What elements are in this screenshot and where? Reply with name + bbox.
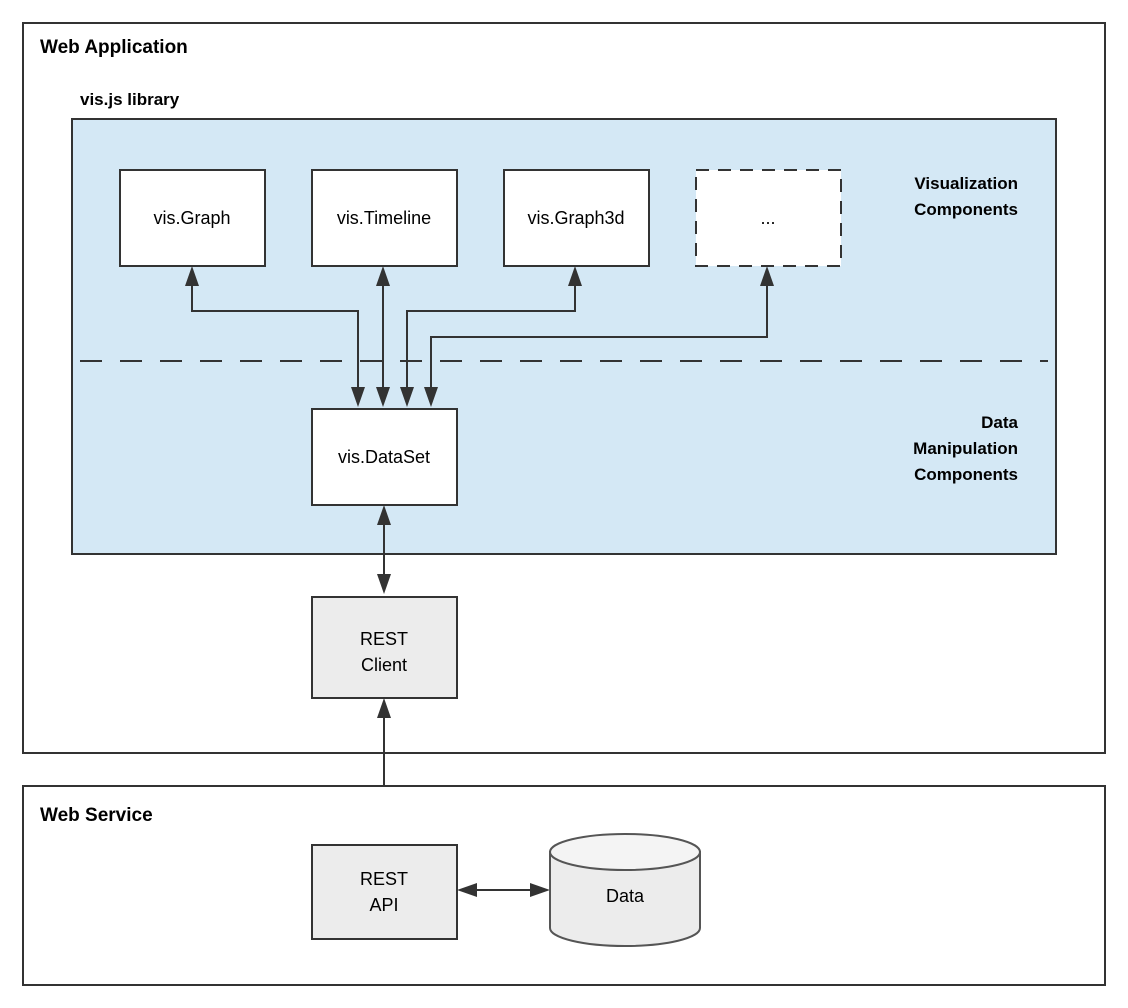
data-zone-label-line2: Manipulation (913, 439, 1018, 458)
datastore-label: Data (606, 886, 645, 906)
connector-dataset-visgraph3d (406, 278, 576, 396)
datastore-cylinder-body[interactable] (549, 851, 701, 947)
node-rest-api[interactable] (311, 844, 458, 940)
arrowhead-down-restclient-link (377, 574, 391, 594)
node-vis-graph3d-label: vis.Graph3d (527, 208, 624, 228)
connector-dataset-more (430, 278, 768, 396)
arrowhead-up-visgraph (185, 266, 199, 286)
vis-js-library-title: vis.js library (80, 90, 180, 109)
node-vis-dataset-label: vis.DataSet (338, 447, 430, 467)
arrowhead-down-visgraph3d (400, 387, 414, 407)
connector-dataset-visgraph (191, 278, 359, 396)
node-vis-dataset[interactable] (311, 408, 458, 506)
data-zone-label-line1: Data (981, 413, 1018, 432)
node-more-components[interactable] (695, 169, 842, 267)
data-zone-label-line3: Components (914, 465, 1018, 484)
node-rest-client[interactable] (311, 596, 458, 699)
web-application-title: Web Application (40, 37, 188, 58)
datastore-cylinder-top (549, 833, 701, 871)
node-rest-client-label-line2: Client (361, 655, 407, 675)
node-vis-graph[interactable] (119, 169, 266, 267)
node-vis-timeline-label: vis.Timeline (337, 208, 431, 228)
web-service-title: Web Service (40, 805, 153, 826)
arrowhead-up-visgraph3d (568, 266, 582, 286)
arrowhead-right-data-link (530, 883, 550, 897)
visualization-zone-label-line2: Components (914, 200, 1018, 219)
node-more-components-label: ... (760, 208, 775, 228)
node-vis-timeline[interactable] (311, 169, 458, 267)
visualization-zone-label-line1: Visualization (914, 174, 1018, 193)
arrowhead-down-visgraph (351, 387, 365, 407)
arrowhead-up-restapi-link (377, 698, 391, 718)
node-rest-api-label-line1: REST (360, 869, 408, 889)
arrowhead-down-more (424, 387, 438, 407)
arrowhead-up-restclient-link (377, 505, 391, 525)
node-rest-api-label-line2: API (369, 895, 398, 915)
arrowhead-down-vistimeline (376, 387, 390, 407)
arrowhead-up-vistimeline (376, 266, 390, 286)
arrowhead-up-more (760, 266, 774, 286)
arrowhead-left-data-link (457, 883, 477, 897)
node-vis-graph-label: vis.Graph (153, 208, 230, 228)
node-rest-client-label-line1: REST (360, 629, 408, 649)
node-vis-graph3d[interactable] (503, 169, 650, 267)
